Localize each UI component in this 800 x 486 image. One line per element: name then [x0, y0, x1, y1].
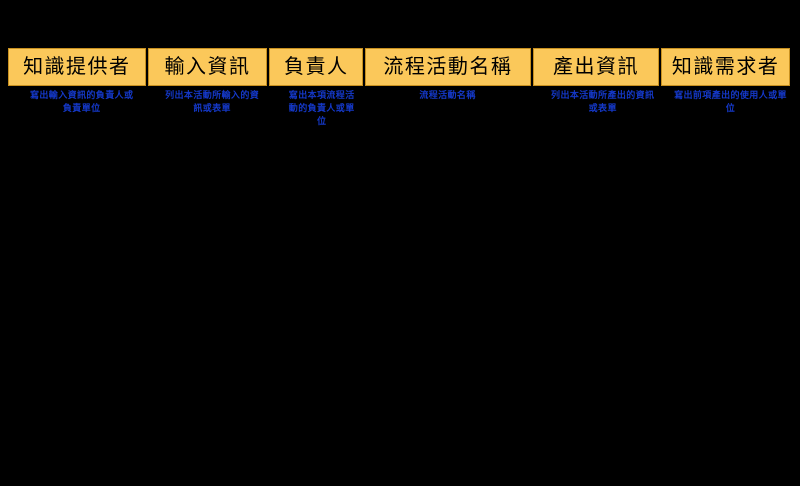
- table-caption-cell-input-information: 列出本活動所輸入的資訊或表單: [147, 90, 266, 116]
- table-caption-text: 寫出本項流程活動的負責人或單位: [288, 91, 355, 127]
- table-header-cell-knowledge-provider[interactable]: 知識提供者: [8, 48, 146, 86]
- table-header-label: 知識提供者: [23, 55, 131, 78]
- table-header-label: 流程活動名稱: [383, 55, 513, 78]
- table-header-label: 負責人: [283, 55, 349, 78]
- table-header-cell-output-information[interactable]: 產出資訊: [532, 48, 660, 86]
- table-caption-row: 寫出輸入資訊的負責人或負責單位 列出本活動所輸入的資訊或表單 寫出本項流程活動的…: [8, 90, 790, 129]
- table-header-cell-knowledge-requester[interactable]: 知識需求者: [661, 48, 790, 86]
- table-header-label: 知識需求者: [671, 55, 780, 78]
- table-caption-text: 寫出前項產出的使用人或單位: [674, 91, 787, 114]
- table-caption-text: 列出本活動所產出的資訊或表單: [551, 91, 655, 114]
- table-caption-cell-responsible-person: 寫出本項流程活動的負責人或單位: [269, 90, 363, 129]
- table-caption-cell-knowledge-provider: 寫出輸入資訊的負責人或負責單位: [8, 90, 145, 116]
- table-caption-text: 流程活動名稱: [419, 91, 476, 101]
- table-header-label: 輸入資訊: [164, 55, 251, 78]
- table-caption-text: 寫出輸入資訊的負責人或負責單位: [30, 91, 134, 114]
- table-header-row: 知識提供者 輸入資訊 負責人 流程活動名稱 產出資訊 知識需求者: [8, 48, 790, 86]
- table-header-cell-responsible-person[interactable]: 負責人: [269, 48, 364, 86]
- table-header-label: 產出資訊: [552, 55, 639, 78]
- table-header-cell-process-activity-name[interactable]: 流程活動名稱: [365, 48, 531, 86]
- table-header-cell-input-information[interactable]: 輸入資訊: [147, 48, 268, 86]
- table-caption-text: 列出本活動所輸入的資訊或表單: [165, 91, 260, 114]
- table-caption-cell-knowledge-requester: 寫出前項產出的使用人或單位: [661, 90, 790, 116]
- table-caption-cell-output-information: 列出本活動所產出的資訊或表單: [533, 90, 659, 116]
- table-caption-cell-process-activity-name: 流程活動名稱: [365, 90, 531, 103]
